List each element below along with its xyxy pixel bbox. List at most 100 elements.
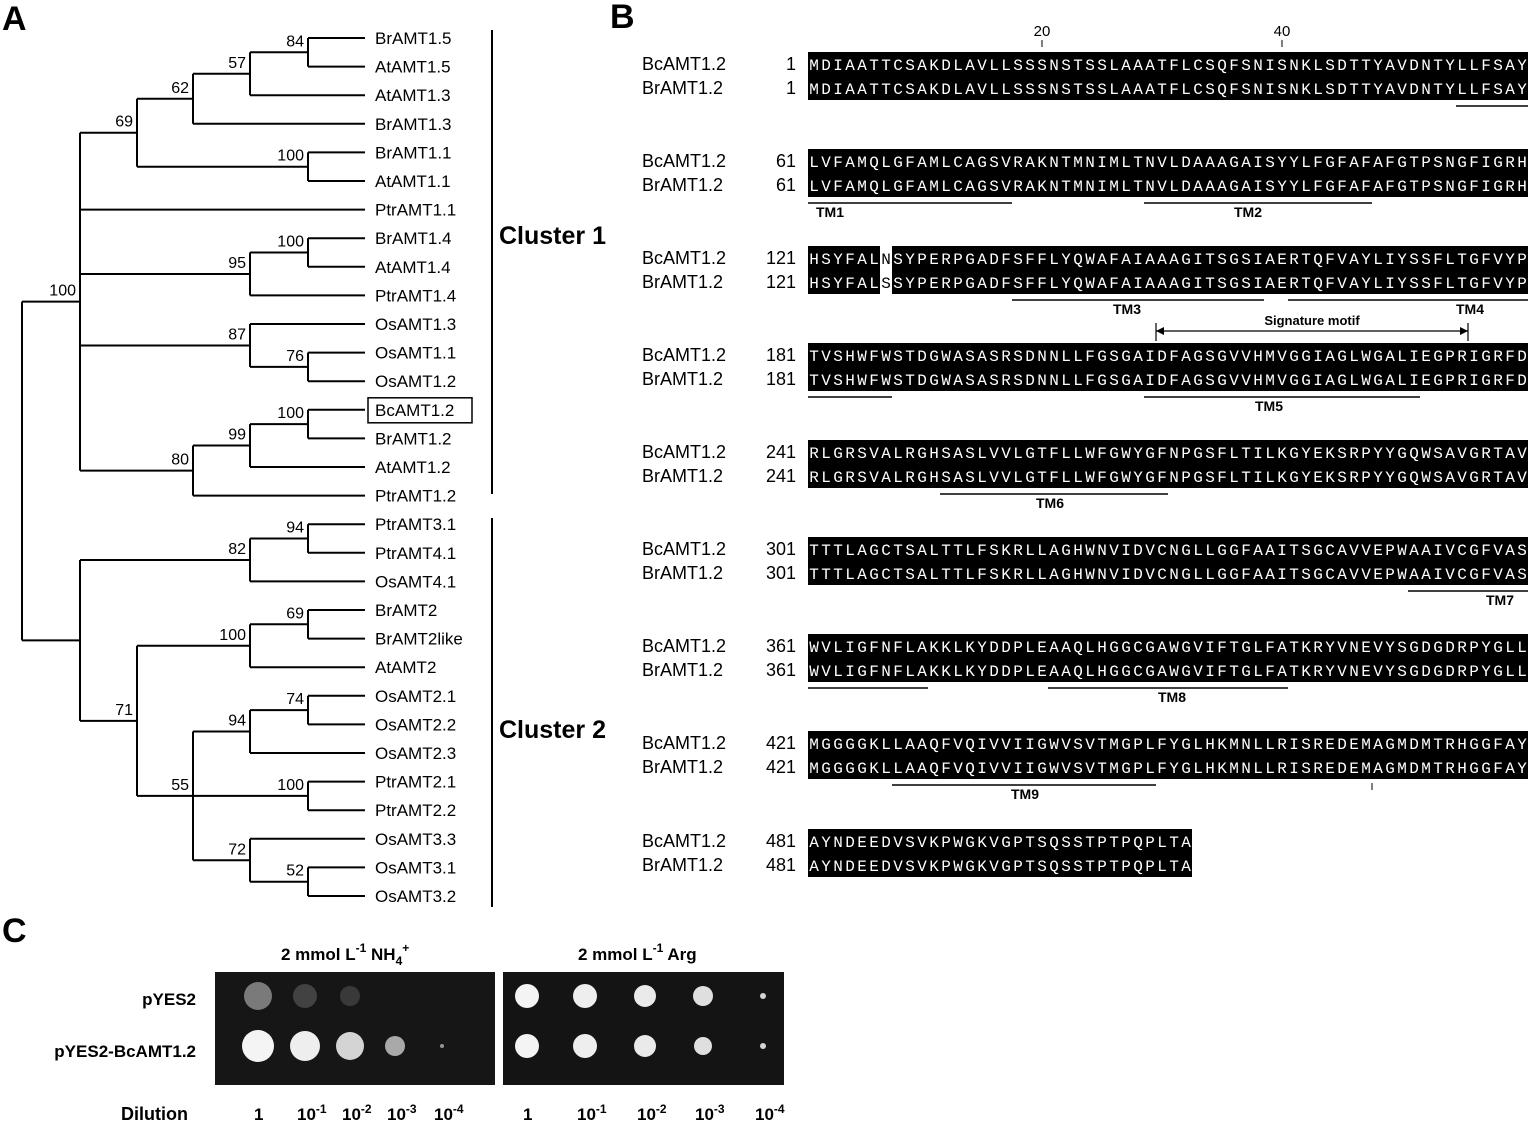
residue: Y [1481, 663, 1491, 681]
residue: I [1385, 251, 1395, 269]
residue: Y [1385, 663, 1395, 681]
residue: F [1109, 251, 1119, 269]
residue: V [977, 81, 987, 99]
residue: Y [1517, 736, 1527, 754]
residue: D [1421, 639, 1431, 657]
residue: F [869, 663, 879, 681]
residue: H [845, 372, 855, 390]
residue: D [1025, 348, 1035, 366]
residue: M [1109, 760, 1119, 778]
residue: W [857, 372, 867, 390]
residue: L [1265, 469, 1275, 487]
residue: D [1181, 154, 1191, 172]
residue: P [1013, 834, 1023, 852]
residue: P [917, 275, 927, 293]
residue: S [1097, 57, 1107, 75]
residue: G [1397, 445, 1407, 463]
residue: R [845, 445, 855, 463]
residue: D [1157, 348, 1167, 366]
residue: V [893, 834, 903, 852]
residue: G [857, 639, 867, 657]
residue: E [869, 834, 879, 852]
residue: S [1265, 154, 1275, 172]
bootstrap-value: 94 [286, 520, 304, 537]
residue: F [845, 275, 855, 293]
residue: A [1145, 275, 1155, 293]
residue: F [977, 566, 987, 584]
residue: G [1097, 348, 1107, 366]
residue: G [1397, 154, 1407, 172]
residue: C [953, 178, 963, 196]
residue: A [1445, 469, 1455, 487]
residue: L [881, 178, 891, 196]
residue: P [917, 251, 927, 269]
residue: K [965, 639, 975, 657]
residue: L [1505, 663, 1515, 681]
residue: S [1517, 566, 1527, 584]
residue: G [1313, 566, 1323, 584]
yeast-colony-spot [340, 986, 360, 1006]
residue: G [1121, 639, 1131, 657]
residue: L [1025, 639, 1035, 657]
residue: V [821, 663, 831, 681]
residue: V [989, 858, 999, 876]
residue: F [1025, 251, 1035, 269]
residue: W [1049, 760, 1059, 778]
residue: S [1277, 81, 1287, 99]
residue: L [1121, 178, 1131, 196]
residue: F [941, 760, 951, 778]
residue: L [1505, 639, 1515, 657]
residue: Y [1481, 639, 1491, 657]
residue: Y [1373, 57, 1383, 75]
residue: A [1505, 542, 1515, 560]
yeast-spots [242, 982, 766, 1062]
residue: E [1037, 663, 1047, 681]
residue: E [1349, 736, 1359, 754]
residue: E [857, 834, 867, 852]
residue: L [1145, 736, 1155, 754]
tm-label: TM5 [1255, 398, 1283, 414]
tree-leaf-label: OsAMT2.1 [375, 687, 456, 706]
residue: T [809, 372, 819, 390]
residue: N [1049, 178, 1059, 196]
residue: A [917, 566, 927, 584]
residue: I [1253, 178, 1263, 196]
residue: I [977, 760, 987, 778]
residue: Y [1505, 251, 1515, 269]
residue: G [1469, 251, 1479, 269]
residue: L [1085, 639, 1095, 657]
residue: F [1217, 663, 1227, 681]
residue: G [1061, 566, 1071, 584]
residue: N [1169, 445, 1179, 463]
residue: T [1229, 639, 1239, 657]
residue: V [989, 736, 999, 754]
residue: P [1145, 834, 1155, 852]
residue: M [1421, 760, 1431, 778]
residue: M [1265, 348, 1275, 366]
residue: F [1241, 542, 1251, 560]
residue: N [1169, 566, 1179, 584]
residue: L [1049, 275, 1059, 293]
residue: L [1025, 566, 1035, 584]
residue: A [1157, 251, 1167, 269]
tm-label: TM8 [1158, 689, 1186, 705]
residue: G [1241, 663, 1251, 681]
residue: G [1469, 736, 1479, 754]
residue: I [845, 639, 855, 657]
residue: G [1181, 542, 1191, 560]
sequence-name: BrAMT1.2 [642, 175, 723, 195]
residue: W [1085, 445, 1095, 463]
residue: W [1421, 445, 1431, 463]
residue: G [1217, 372, 1227, 390]
residue: A [1277, 663, 1287, 681]
residue: R [1013, 542, 1023, 560]
residue: C [1133, 639, 1143, 657]
residue: V [1349, 542, 1359, 560]
residue: V [1241, 372, 1251, 390]
residue: V [1397, 57, 1407, 75]
residue: A [1265, 275, 1275, 293]
residue: L [1049, 251, 1059, 269]
residue: H [1205, 760, 1215, 778]
residue: A [977, 275, 987, 293]
residue: G [1229, 154, 1239, 172]
